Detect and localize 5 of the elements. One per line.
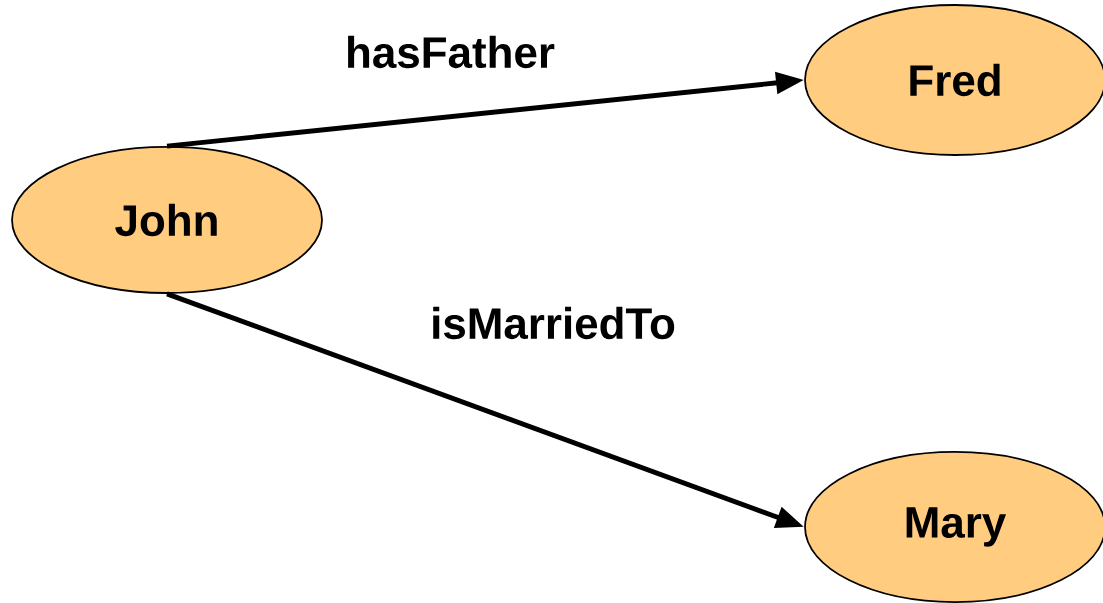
ellipse-node: Mary: [804, 451, 1103, 603]
ellipse-node: John: [11, 146, 323, 294]
ellipse-node: Fred: [804, 4, 1103, 156]
edge-label: isMarriedTo: [426, 303, 680, 343]
edge-label: hasFather: [341, 32, 559, 72]
